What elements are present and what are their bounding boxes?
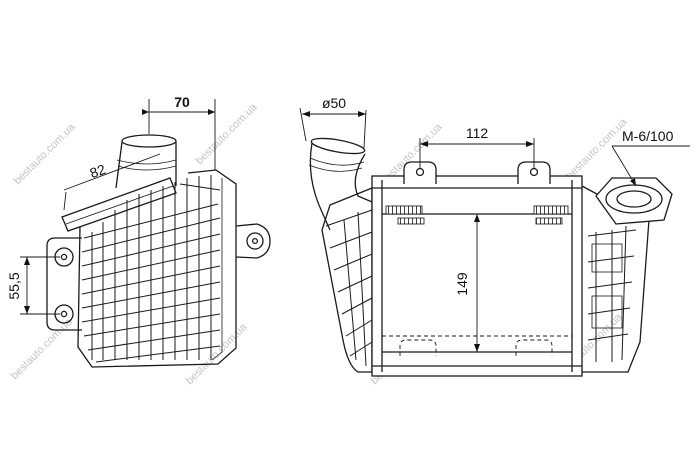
hatch-block-sub-left bbox=[397, 217, 425, 225]
right-front-view: ø50 112 149 M-6/100 bbox=[299, 95, 690, 377]
left-tank-outline bbox=[321, 187, 373, 373]
inlet-bend-outer bbox=[309, 142, 331, 231]
thread-leader-arrow bbox=[630, 178, 636, 186]
left-side-view: 70 82 55,5 bbox=[6, 94, 271, 368]
watermark-text: bestauto.com.ua bbox=[194, 101, 261, 168]
dim-70-label: 70 bbox=[174, 94, 190, 110]
header-tank bbox=[61, 177, 177, 232]
inlet-pipe-band bbox=[116, 159, 177, 171]
dim-82-label: 82 bbox=[88, 161, 108, 181]
dim-55-5-arrow-bottom bbox=[24, 306, 30, 314]
dim-55-5-label: 55,5 bbox=[6, 272, 22, 299]
left-tank-grid bbox=[325, 209, 373, 367]
right-tank-grid bbox=[587, 225, 637, 362]
header-tank-seam bbox=[65, 185, 174, 225]
thread-leader-line bbox=[611, 145, 637, 187]
inlet-pipe bbox=[115, 141, 177, 189]
dim-82-extension bbox=[63, 191, 67, 211]
dim-149-arrow-bottom bbox=[474, 344, 480, 352]
left-body-outline bbox=[77, 169, 237, 368]
left-body-inner-edge bbox=[211, 178, 223, 361]
inlet-pipe-mouth bbox=[121, 134, 177, 148]
watermark-text: bestauto.com.ua bbox=[9, 316, 76, 383]
dim-112-arrow-left bbox=[420, 141, 428, 147]
tab-hole bbox=[246, 232, 264, 250]
right-mount-tab bbox=[235, 223, 271, 259]
hatch-block-top-right bbox=[533, 205, 569, 215]
top-bracket-left-hole bbox=[415, 167, 425, 177]
outlet-port-inner bbox=[616, 190, 652, 208]
inlet-bend-mouth bbox=[310, 137, 366, 155]
mount-hole-bottom-inner bbox=[60, 310, 68, 318]
dim-112-label: 112 bbox=[466, 125, 489, 141]
dim-o50-ext-left bbox=[299, 107, 307, 142]
thread-label: M-6/100 bbox=[622, 128, 674, 144]
dim-82-line bbox=[63, 153, 161, 191]
left-mount-plate bbox=[46, 237, 82, 331]
outlet-port-outer bbox=[605, 184, 663, 214]
dim-o50-label: ø50 bbox=[322, 95, 346, 111]
bottom-bracket-right bbox=[515, 339, 553, 356]
tab-hole-inner bbox=[251, 237, 259, 245]
dim-149-label: 149 bbox=[454, 272, 470, 296]
top-bracket-right-hole bbox=[529, 167, 539, 177]
watermark-text: bestauto.com.ua bbox=[564, 116, 631, 183]
dim-o50-ext-right bbox=[363, 109, 367, 149]
dim-112-arrow-right bbox=[526, 141, 534, 147]
core-grid bbox=[81, 175, 221, 363]
inlet-bend-inner bbox=[354, 153, 373, 203]
mount-hole-top-inner bbox=[60, 253, 68, 261]
inlet-bend-band bbox=[308, 157, 365, 172]
dim-55-5-arrow-top bbox=[24, 257, 30, 265]
hatch-block-sub-right bbox=[535, 217, 563, 225]
right-tank-window-upper bbox=[591, 243, 623, 273]
hatch-block-top-left bbox=[385, 205, 423, 215]
right-tank-window-lower bbox=[591, 295, 623, 329]
dim-o50-arrow-left bbox=[302, 111, 310, 117]
dim-149-arrow-top bbox=[474, 214, 480, 222]
dim-o50-arrow-right bbox=[358, 111, 366, 117]
bottom-bracket-left bbox=[399, 339, 437, 356]
watermark-text: bestauto.com.ua bbox=[12, 121, 79, 188]
